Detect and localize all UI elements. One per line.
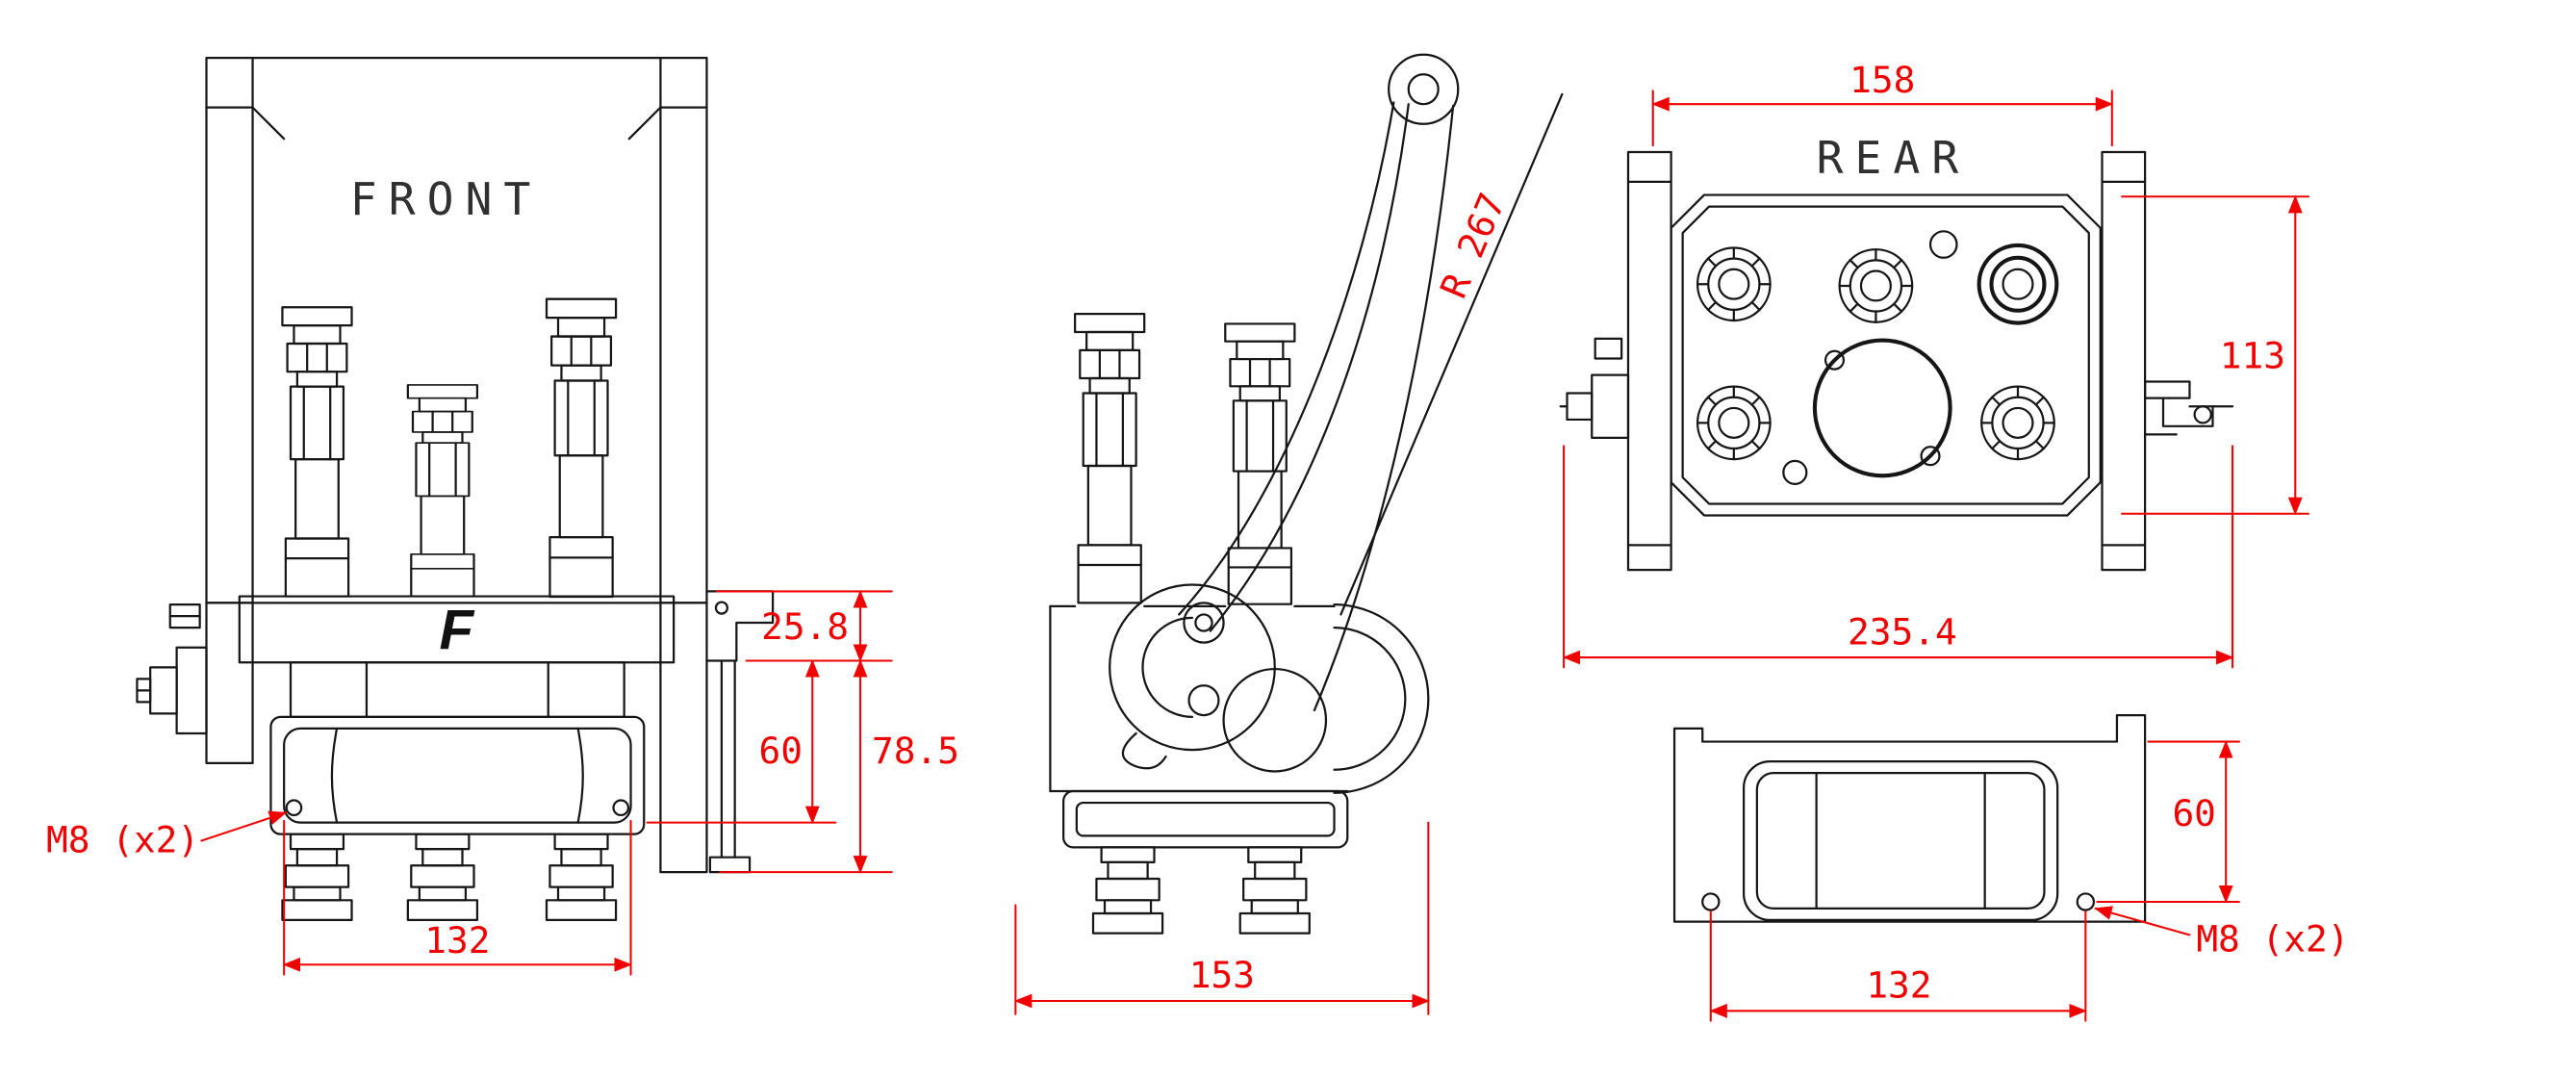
dim-front-mount-width: 132 <box>282 819 633 976</box>
lever-head-hole <box>1407 73 1440 106</box>
rear-side-plates <box>1626 150 2147 572</box>
svg-text:158: 158 <box>1849 59 1915 101</box>
dim-face-width: 158 <box>1651 59 2114 147</box>
bottom-m8-note: M8 (x2) <box>2094 906 2349 961</box>
cam-mechanism <box>1109 583 1328 773</box>
rear-view-title: REAR <box>1817 132 1971 184</box>
dim-bottom-height: 60 <box>2096 740 2240 904</box>
dim-bottom-mount-width: 132 <box>1709 910 2087 1022</box>
dim-depth: 153 <box>1013 821 1430 1015</box>
rear-view: REAR <box>1559 59 2310 669</box>
mount-hole-left <box>1701 892 1721 911</box>
mount-hole-left <box>285 799 303 817</box>
svg-text:132: 132 <box>1866 964 1931 1007</box>
dim-block-height: 60 <box>646 659 837 825</box>
svg-text:153: 153 <box>1189 954 1255 996</box>
mount-hole-right <box>612 799 630 817</box>
dim-offset-top: 25.8 <box>715 589 893 662</box>
svg-text:M8 (x2): M8 (x2) <box>2196 918 2349 961</box>
connector-mid-right <box>1980 385 2055 461</box>
side-bottom-couplers <box>1091 846 1311 935</box>
front-bottom-couplers <box>281 833 618 922</box>
front-frame <box>205 57 708 874</box>
front-coupler-right <box>545 297 618 599</box>
svg-text:25.8: 25.8 <box>761 605 849 648</box>
brand-logo: F <box>439 599 474 661</box>
rear-side-knob <box>1559 337 1630 439</box>
connector-mid-left <box>1696 385 1772 461</box>
center-port <box>1812 338 1952 478</box>
lever-head <box>1388 53 1460 125</box>
dim-total-height: 78.5 <box>719 659 959 874</box>
bottom-view: 60 132 M8 (x2) <box>1672 713 2349 1022</box>
bottom-body <box>1672 713 2147 923</box>
front-m8-note: M8 (x2) <box>46 810 288 861</box>
front-lower-block <box>269 715 646 835</box>
lever-arm <box>1178 53 1460 712</box>
front-coupler-left <box>281 306 353 598</box>
connector-top-left <box>1696 246 1772 322</box>
svg-text:60: 60 <box>759 730 803 772</box>
front-view: FRONT F <box>46 57 959 976</box>
svg-text:113: 113 <box>2220 335 2285 377</box>
dim-lever-radius: R 267 <box>1339 92 1564 616</box>
svg-text:132: 132 <box>424 919 490 962</box>
front-side-knob <box>136 603 208 735</box>
mount-hole-right <box>2076 892 2096 911</box>
svg-text:60: 60 <box>2172 792 2215 834</box>
rear-lever-pivot <box>2144 380 2234 436</box>
svg-text:R 267: R 267 <box>1432 187 1514 304</box>
dim-total-width: 235.4 <box>1562 445 2234 669</box>
small-port-top <box>1928 230 1958 259</box>
svg-text:235.4: 235.4 <box>1848 610 1957 653</box>
lever-ball <box>1222 667 1328 773</box>
svg-text:78.5: 78.5 <box>872 730 959 772</box>
dim-face-height: 113 <box>2121 194 2310 516</box>
small-port-bottom <box>1782 459 1808 485</box>
front-coupler-middle <box>406 383 479 598</box>
front-view-title: FRONT <box>350 173 543 225</box>
connector-top-middle <box>1838 248 1914 323</box>
side-body <box>1049 603 1430 849</box>
side-view: R 267 153 <box>1013 53 1564 1015</box>
connector-top-right <box>1977 243 2059 325</box>
svg-text:M8 (x2): M8 (x2) <box>46 819 199 861</box>
rear-connectors <box>1696 230 2059 485</box>
rear-face <box>1670 193 2102 517</box>
